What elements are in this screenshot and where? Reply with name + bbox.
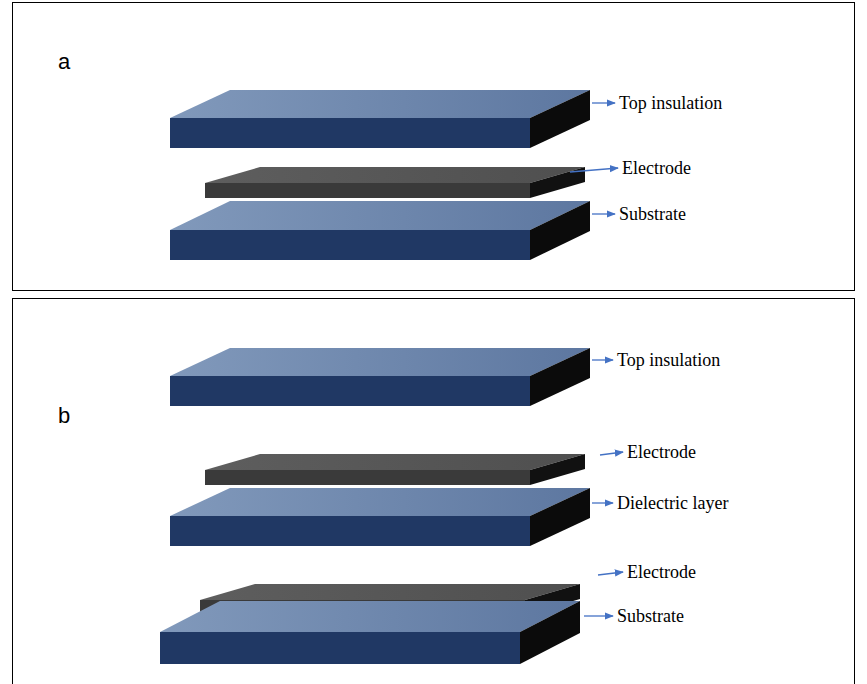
electrode-slab	[205, 167, 585, 198]
insulation-slab	[170, 90, 590, 148]
panel-letter: a	[58, 51, 70, 73]
layer-label: Electrode	[622, 159, 691, 177]
layer-label: Electrode	[627, 443, 696, 461]
layer-label: Top insulation	[619, 94, 722, 112]
panel-frame	[13, 3, 855, 291]
layer-label: Top insulation	[617, 351, 720, 369]
dielectric-slab	[170, 488, 590, 546]
panel-frame	[13, 299, 855, 684]
layer-label: Electrode	[627, 563, 696, 581]
insulation-slab	[170, 348, 590, 406]
layer-label: Substrate	[619, 205, 686, 223]
leader-arrows	[570, 103, 623, 616]
electrode-slab	[205, 454, 585, 485]
substrate-slab	[160, 601, 580, 664]
substrate-slab	[170, 201, 590, 260]
layer-label: Dielectric layer	[617, 494, 728, 512]
panel-letter: b	[58, 405, 70, 427]
layer-label: Substrate	[617, 607, 684, 625]
